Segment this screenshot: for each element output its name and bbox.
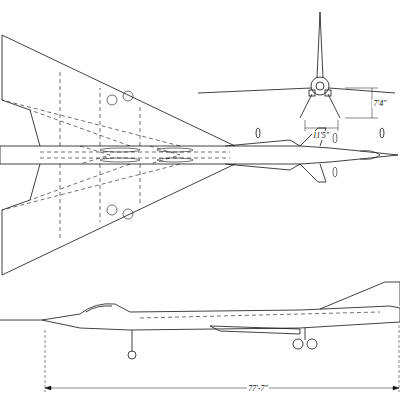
side-view	[0, 282, 400, 392]
plan-view	[0, 35, 398, 275]
span-dimension: 11'5"	[312, 131, 330, 140]
height-dimension: 7'4"	[372, 99, 387, 108]
length-dimension: 77'-7"	[247, 384, 269, 393]
front-view	[198, 12, 395, 138]
